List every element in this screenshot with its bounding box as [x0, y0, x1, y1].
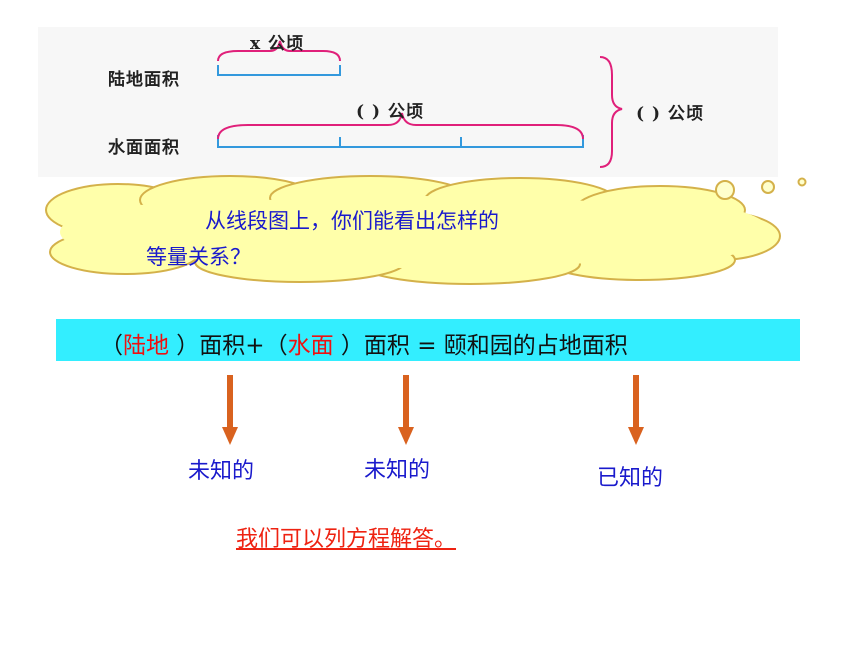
cloud-question-line2: 等量关系？ [146, 245, 251, 269]
land-area-label: 陆地面积 [108, 70, 180, 90]
cloud-shape [45, 175, 807, 285]
equation-tail: ）面积 = 颐和园的占地面积 [333, 333, 628, 359]
water-segment [217, 135, 584, 148]
land-brace [217, 40, 341, 62]
cloud-question-line1: 从线段图上，你们能看出怎样的 [205, 209, 499, 233]
water-hectare-blank: ( ) 公顷 [356, 102, 424, 122]
known-label-total: 已知的 [597, 466, 664, 491]
unknown-label-land: 未知的 [188, 459, 255, 484]
arrow-down-icon [222, 375, 238, 445]
land-segment [217, 65, 341, 76]
equation-text: （陆地 ）面积+（水面 ）面积 = 颐和园的占地面积 [100, 326, 628, 360]
conclusion-text: 我们可以列方程解答。 [236, 527, 457, 552]
thought-cloud: 从线段图上，你们能看出怎样的 等量关系？ [0, 0, 860, 300]
equation-term-land: 陆地 [123, 333, 169, 359]
equation-term-water: 水面 [287, 333, 334, 359]
equation-mid: ）面积+（ [169, 333, 288, 359]
unknown-label-water: 未知的 [364, 458, 431, 483]
x-hectare-label: x 公顷 [250, 34, 305, 54]
segment-diagram-lines [217, 40, 623, 168]
water-brace [217, 112, 584, 140]
equation-open-paren: （ [100, 333, 123, 359]
total-brace [599, 56, 623, 168]
equation-banner [56, 319, 800, 361]
water-area-label: 水面面积 [108, 138, 180, 158]
arrow-down-icon [628, 375, 644, 445]
arrow-down-icon [398, 375, 414, 445]
total-hectare-blank: ( ) 公顷 [636, 104, 704, 124]
segment-diagram: x 公顷 陆地面积 水面面积 ( ) 公顷 ( ) 公顷 [38, 27, 778, 177]
